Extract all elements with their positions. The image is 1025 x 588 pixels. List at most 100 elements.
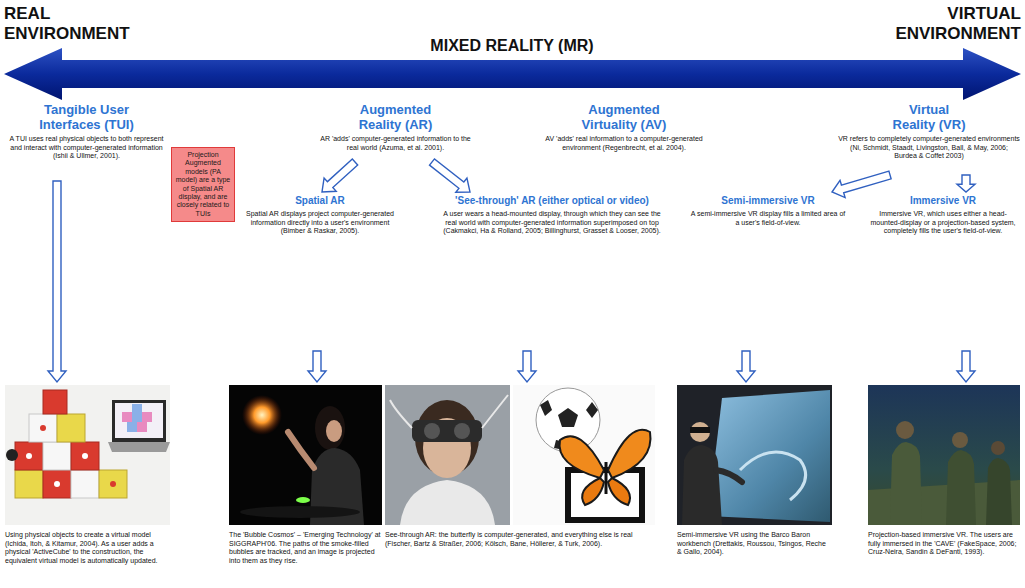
photo-caption: See-through AR: the butterfly is compute… xyxy=(385,531,657,548)
illustration-part xyxy=(608,430,651,478)
illustration-part xyxy=(424,423,440,439)
illustration-part xyxy=(288,432,314,468)
illustration-part xyxy=(708,390,830,522)
illustration-part xyxy=(142,412,152,422)
illustration-part xyxy=(454,423,470,439)
subcategory-block: Immersive VR Immersive VR, which uses eit… xyxy=(866,195,1020,348)
illustration-part xyxy=(385,385,510,525)
illustration-part xyxy=(71,470,99,498)
illustration-part xyxy=(132,412,142,422)
block-arrow xyxy=(322,159,358,192)
photo-caption: Projection-based immersive VR. The users… xyxy=(868,531,1020,557)
block-arrow xyxy=(957,351,975,382)
block-arrow xyxy=(430,159,470,192)
photo-panel: Using physical objects to create a virtu… xyxy=(5,385,170,565)
illustration-part xyxy=(6,449,18,461)
region-label: REAL ENVIRONMENT xyxy=(4,4,144,44)
category-block: Augmented Virtuality (AV) AV 'adds' real … xyxy=(538,102,710,152)
category-block: Virtual Reality (VR) VR refers to complet… xyxy=(838,102,1020,172)
photo-caption: Semi-immersive VR using the Barco Baron … xyxy=(677,531,832,557)
category-description: AV 'adds' real information to a computer… xyxy=(538,135,710,152)
subcategory-description: A user wears a head-mounted display, thr… xyxy=(438,210,666,236)
butterfly-photo xyxy=(513,385,655,525)
illustration-part xyxy=(108,442,170,452)
illustration-part xyxy=(991,441,1005,455)
illustration-part xyxy=(71,442,99,470)
illustration-part xyxy=(15,442,43,470)
subcategory-block: Semi-immersive VR A semi-immersive VR dis… xyxy=(688,195,848,348)
illustration-part xyxy=(110,481,116,487)
photo-panel: See-through AR: the butterfly is compute… xyxy=(385,385,657,548)
continuum-arrow xyxy=(4,48,1021,100)
illustration-part xyxy=(608,478,630,505)
illustration-part xyxy=(890,442,922,525)
illustration-part xyxy=(115,403,163,438)
tui-photo xyxy=(5,385,170,525)
illustration-part xyxy=(390,400,412,428)
note-text: Projection Augmented models (PA model) a… xyxy=(175,151,231,218)
hmd-user-photo xyxy=(385,385,510,525)
illustration-part xyxy=(868,385,1020,525)
region-label: VIRTUAL ENVIRONMENT xyxy=(880,4,1021,44)
illustration-part xyxy=(560,436,605,478)
photo-panel: Projection-based immersive VR. The users… xyxy=(868,385,1020,557)
category-block: Tangible User Interfaces (TUI) A TUI uses… xyxy=(5,102,168,178)
subcategory-block: 'See-through' AR (either optical or vide… xyxy=(438,195,666,348)
block-arrow xyxy=(737,351,755,382)
photo-caption: The 'Bubble Cosmos' – 'Emerging Technolo… xyxy=(229,531,382,565)
subcategory-heading: Immersive VR xyxy=(866,195,1020,207)
illustration-part xyxy=(690,427,710,433)
illustration-part xyxy=(582,478,604,505)
illustration-part xyxy=(26,453,32,459)
block-arrow xyxy=(518,351,536,382)
category-heading: Tangible User Interfaces (TUI) xyxy=(22,102,152,132)
category-heading: Augmented Virtuality (AV) xyxy=(567,102,682,132)
category-description: A TUI uses real physical objects to both… xyxy=(5,135,168,161)
photo-panel: Semi-immersive VR using the Barco Baron … xyxy=(677,385,832,557)
cave-photo xyxy=(868,385,1020,525)
illustration-part xyxy=(99,470,127,498)
illustration-part xyxy=(540,400,552,416)
illustration-part xyxy=(15,470,43,498)
illustration-part xyxy=(605,462,608,494)
category-description: VR refers to completely computer-generat… xyxy=(838,135,1020,161)
illustration-part xyxy=(400,480,495,525)
subcategory-description: Spatial AR displays project computer-gen… xyxy=(240,210,400,236)
photo-caption: Using physical objects to create a virtu… xyxy=(5,531,170,565)
illustration-part xyxy=(946,450,976,525)
illustration-part xyxy=(112,400,166,442)
illustration-part xyxy=(57,414,85,442)
illustration-part xyxy=(513,385,655,525)
illustration-part xyxy=(677,385,832,525)
illustration-part xyxy=(482,395,508,428)
subcategory-heading: Spatial AR xyxy=(240,195,400,207)
axis-label: MIXED REALITY (MR) xyxy=(412,37,612,55)
illustration-part xyxy=(122,412,132,422)
subcategory-description: A semi-immersive VR display fills a limi… xyxy=(688,210,848,227)
illustration-part xyxy=(229,385,382,525)
illustration-part xyxy=(716,470,742,482)
illustration-part xyxy=(412,420,482,442)
illustration-part xyxy=(896,421,914,439)
illustration-part xyxy=(4,48,1021,100)
category-heading: Virtual Reality (VR) xyxy=(889,102,969,132)
illustration-part xyxy=(29,414,57,442)
illustration-part xyxy=(740,452,806,500)
category-heading: Augmented Reality (AR) xyxy=(341,102,451,132)
block-arrow xyxy=(308,351,326,382)
illustration-part xyxy=(326,420,342,442)
illustration-part xyxy=(43,390,67,414)
subcategory-heading: Semi-immersive VR xyxy=(688,195,848,207)
illustration-part xyxy=(43,470,71,498)
illustration-part xyxy=(296,497,310,503)
workbench-photo xyxy=(677,385,832,525)
illustration-part xyxy=(242,395,282,435)
subcategory-description: Immersive VR, which uses either a head-m… xyxy=(866,210,1020,236)
illustration-part xyxy=(5,385,170,525)
illustration-part xyxy=(690,422,710,442)
illustration-part xyxy=(240,506,360,518)
block-arrow xyxy=(832,171,891,197)
illustration-part xyxy=(315,406,345,450)
